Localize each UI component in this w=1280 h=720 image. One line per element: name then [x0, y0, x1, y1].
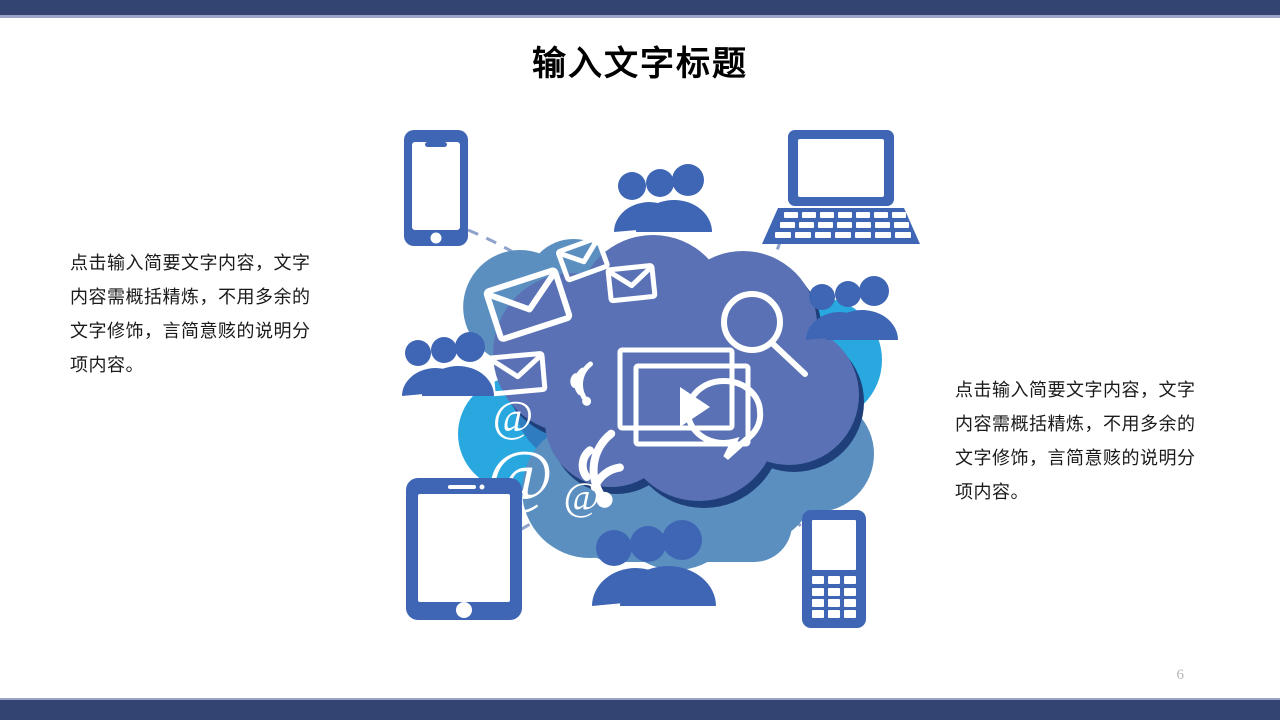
wifi-icon	[578, 429, 624, 508]
feature-phone-icon	[802, 510, 866, 628]
smartphone-icon	[404, 130, 468, 246]
bottom-accent-bar	[0, 700, 1280, 720]
envelope-icon	[605, 263, 658, 304]
envelope-icon	[487, 351, 548, 397]
people-group-icon	[614, 164, 712, 232]
wifi-icon	[570, 361, 593, 406]
envelope-icon-group	[483, 235, 658, 397]
top-accent-rule	[0, 15, 1280, 18]
laptop-icon	[762, 130, 920, 244]
speech-bubble-icon	[685, 378, 764, 460]
envelope-icon	[483, 267, 573, 342]
envelope-icon	[556, 235, 610, 283]
cloud-network-diagram: @ @ @	[370, 110, 930, 650]
page-number: 6	[1176, 667, 1185, 683]
bottom-accent-rule	[0, 698, 1280, 700]
tablet-icon	[406, 478, 522, 620]
people-group-icon	[592, 520, 716, 606]
people-group-icon	[806, 276, 898, 340]
at-sign-icon: @	[493, 392, 534, 441]
top-accent-bar	[0, 0, 1280, 15]
page-title: 输入文字标题	[532, 45, 748, 83]
left-description-text: 点击输入简要文字内容，文字内容需概括精炼，不用多余的文字修饰，言简意赅的说明分项…	[70, 253, 311, 375]
right-description-text: 点击输入简要文字内容，文字内容需概括精炼，不用多余的文字修饰，言简意赅的说明分项…	[955, 380, 1196, 502]
magnifier-icon	[721, 291, 808, 377]
people-group-icon	[402, 332, 494, 396]
